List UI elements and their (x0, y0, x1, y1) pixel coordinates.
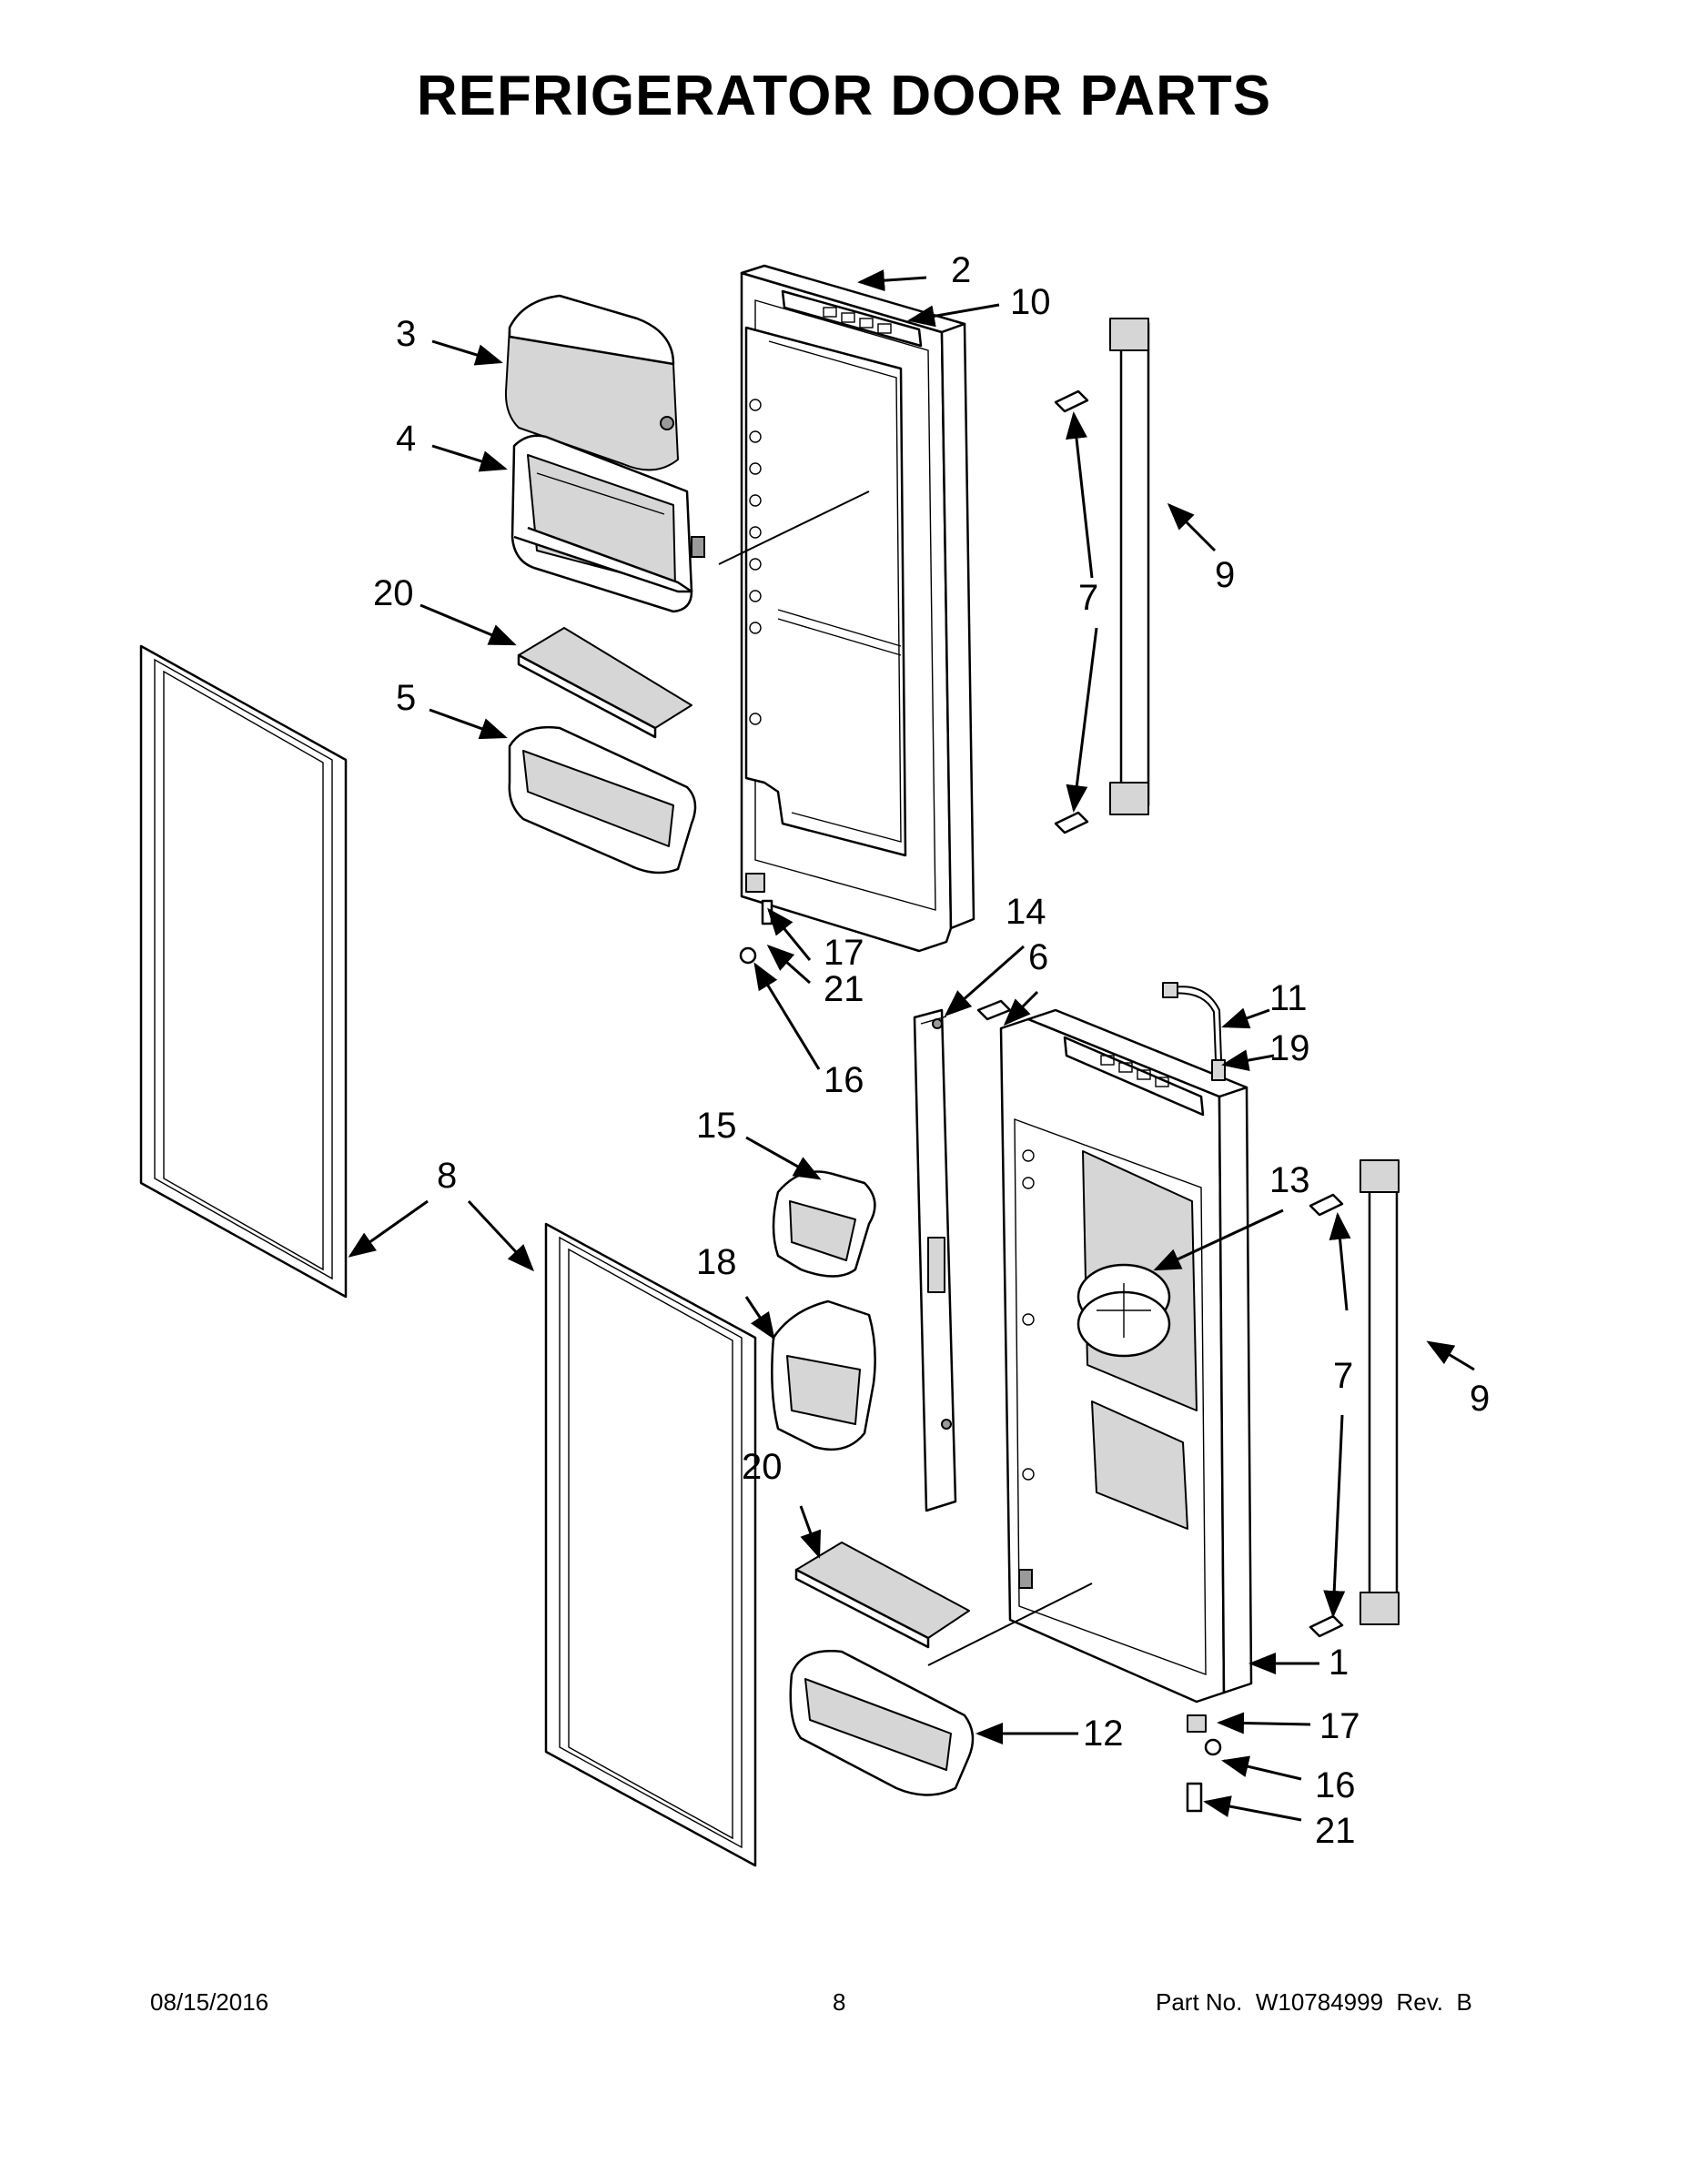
hinge-hardware (739, 873, 1222, 1813)
callout-21b: 21 (1315, 1811, 1356, 1851)
callout-17: 17 (824, 933, 864, 973)
callout-8: 8 (437, 1156, 457, 1196)
callout-15: 15 (696, 1106, 737, 1146)
footer-page-number: 8 (833, 1988, 846, 2016)
handle-screws (1054, 389, 1344, 1638)
upper-door-liner (718, 264, 975, 953)
leader-lines (348, 269, 1475, 1822)
callout-21: 21 (824, 969, 864, 1009)
dairy-bin (510, 434, 705, 613)
door-handle-lower (1359, 1159, 1400, 1625)
dairy-door-cover (504, 294, 679, 471)
door-bin-lower (789, 1582, 1093, 1796)
page-title: REFRIGERATOR DOOR PARTS (416, 65, 1272, 127)
bin-cover-lower (794, 1542, 970, 1649)
callout-7: 7 (1078, 578, 1098, 618)
callout-19: 19 (1269, 1028, 1310, 1068)
callout-16: 16 (824, 1060, 864, 1100)
callout-1: 1 (1329, 1643, 1349, 1683)
door-gasket-left (139, 644, 348, 1299)
callout-2: 2 (951, 250, 971, 290)
lower-door-liner (999, 1008, 1253, 1704)
callout-17b: 17 (1319, 1706, 1360, 1746)
door-bin-upper (508, 726, 697, 875)
callout-4: 4 (396, 419, 416, 459)
door-gasket-right (544, 1222, 757, 1867)
callout-20b: 20 (742, 1447, 783, 1487)
callout-11: 11 (1269, 978, 1308, 1018)
hinge-rail (913, 1008, 957, 1512)
bin-cover-upper (517, 627, 692, 739)
small-bin (772, 1170, 876, 1278)
callout-10: 10 (1010, 282, 1051, 322)
callout-13: 13 (1269, 1160, 1310, 1200)
callout-9b: 9 (1470, 1379, 1490, 1419)
callout-labels: 2 10 3 4 20 5 7 9 17 21 16 14 6 11 19 15… (373, 250, 1490, 1851)
callout-14: 14 (1006, 892, 1046, 932)
callout-9: 9 (1215, 555, 1235, 595)
callout-7b: 7 (1333, 1356, 1353, 1396)
callout-20: 20 (373, 573, 414, 613)
footer-part-number: Part No. W10784999 Rev. B (1156, 1988, 1472, 2016)
callout-18: 18 (696, 1242, 737, 1282)
callout-5: 5 (396, 678, 416, 718)
callout-6: 6 (1028, 937, 1048, 977)
footer-date: 08/15/2016 (150, 1988, 269, 2016)
door-handle-upper (1109, 318, 1150, 815)
callout-12: 12 (1083, 1714, 1124, 1754)
tall-bin (771, 1299, 876, 1451)
callout-16b: 16 (1315, 1765, 1356, 1805)
water-tube (1162, 982, 1226, 1081)
callout-3: 3 (396, 314, 416, 354)
